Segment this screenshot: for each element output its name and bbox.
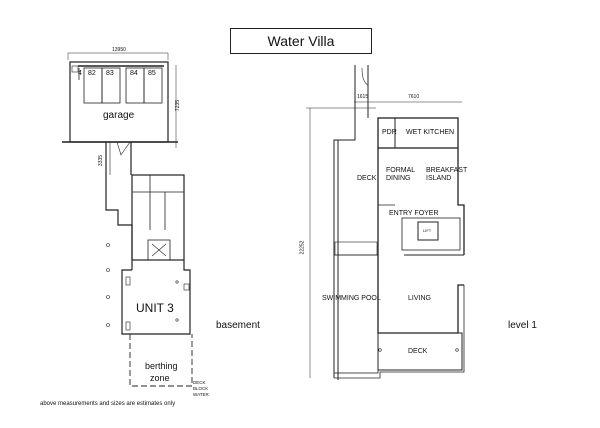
room-entry-foyer: ENTRY FOYER: [389, 210, 439, 217]
corridor-dimension: 3335: [98, 154, 105, 167]
parking-bay-label: 82: [88, 70, 96, 77]
room-wet-kitchen: WET KITCHEN: [406, 129, 455, 136]
dimension-7610: 7610: [408, 94, 420, 100]
level-1-plan: [306, 65, 465, 380]
room-breakfast-island: ISLAND: [426, 175, 452, 182]
edge-label: WATER: [193, 392, 209, 397]
garage-width-dimension: 13950: [112, 47, 126, 53]
parking-bay-label: 4: [78, 70, 82, 77]
plan-title: Water Villa: [267, 33, 335, 49]
room-swimming-pool: SWIMMING POOL: [322, 295, 381, 302]
room-breakfast-island: BREAKFAST: [426, 167, 468, 174]
edge-label: DECK: [193, 380, 206, 385]
basement-level-label: basement: [216, 320, 260, 331]
garage-label: garage: [103, 110, 135, 121]
level-1-label: level 1: [508, 320, 537, 331]
title-box: Water Villa: [230, 28, 372, 54]
berthing-zone-label: zone: [150, 373, 170, 383]
room-pdr: PDR: [382, 129, 397, 136]
parking-bay-label: 83: [106, 70, 114, 77]
footnote: above measurements and sizes are estimat…: [40, 401, 176, 407]
room-deck-side: DECK: [357, 175, 377, 182]
dimension-1615: 1615: [357, 94, 369, 100]
room-lift: LIFT: [423, 228, 432, 233]
unit-3-label: UNIT 3: [136, 301, 174, 315]
room-deck-front: DECK: [408, 348, 428, 355]
room-formal-dining: FORMAL: [386, 167, 416, 174]
room-living: LIVING: [408, 295, 431, 302]
parking-bay-label: 85: [148, 70, 156, 77]
garage-plan: [62, 52, 178, 175]
dimension-22252: 22252: [299, 240, 306, 255]
parking-bay-label: 84: [130, 70, 138, 77]
room-formal-dining: DINING: [386, 175, 411, 182]
edge-label: BLOCK: [193, 386, 209, 391]
unit-3-plan: [105, 174, 193, 387]
garage-depth-dimension: 7235: [175, 99, 182, 112]
berthing-label: berthing: [145, 361, 178, 371]
